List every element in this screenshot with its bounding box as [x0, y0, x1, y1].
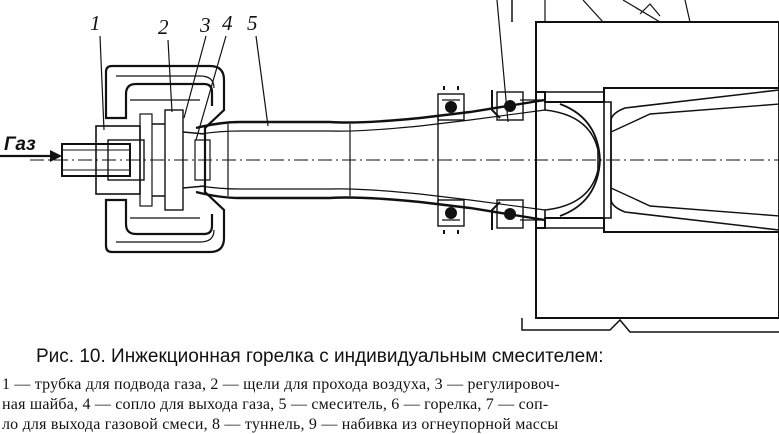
- burner-diagram: Газ 1 2 3 4 5: [0, 0, 779, 333]
- callout-5: 5: [247, 11, 258, 35]
- callout-leaders: [99, 0, 509, 141]
- callout-4: 4: [222, 11, 233, 35]
- caption-title: Рис. 10. Инжекционная горелка с индивиду…: [36, 346, 604, 367]
- flange: [437, 86, 545, 234]
- gas-inlet-label: Газ: [4, 134, 36, 155]
- air-regulator-housing: [104, 64, 226, 254]
- legend-line: 1 — трубка для подвода газа, 2 — щели дл…: [2, 376, 560, 393]
- refractory-wall: [511, 0, 779, 333]
- mixer-tube: [195, 98, 546, 222]
- callout-2: 2: [158, 15, 169, 39]
- legend-line: ло для выхода газовой смеси, 8 — туннель…: [2, 416, 559, 433]
- callout-1: 1: [90, 11, 101, 35]
- legend-line: ная шайба, 4 — сопло для выхода газа, 5 …: [2, 396, 549, 413]
- figure-caption: Рис. 10. Инжекционная горелка с индивиду…: [0, 342, 779, 433]
- callout-3: 3: [199, 13, 211, 37]
